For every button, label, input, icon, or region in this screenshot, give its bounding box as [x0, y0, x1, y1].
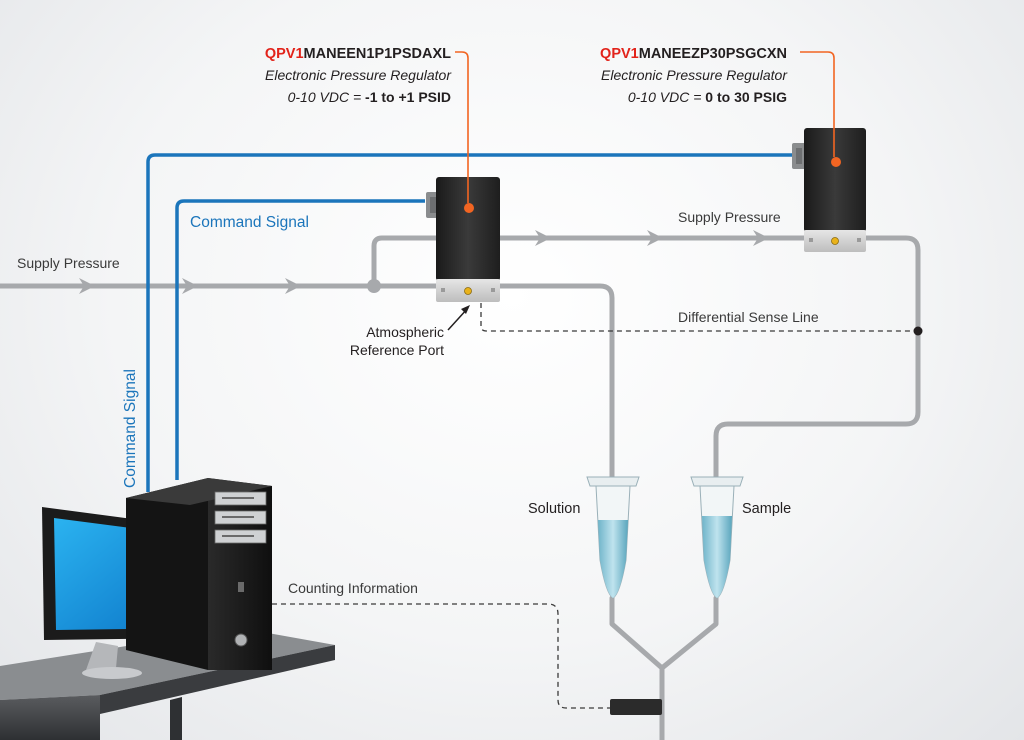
flow-arrow — [535, 230, 551, 246]
vial-cap — [690, 476, 744, 487]
solution-label: Solution — [528, 501, 580, 517]
regulator-1-range-prefix: 0-10 VDC = — [288, 89, 365, 105]
regulator-2-model-suffix: MANEEZP30PSGCXN — [639, 46, 787, 62]
regulator-2-model-prefix: QPV1 — [600, 46, 639, 62]
port-screw — [809, 238, 813, 242]
solution-vial[interactable] — [586, 476, 640, 599]
regulator-2-range-value: 0 to 30 PSIG — [705, 89, 787, 105]
regulator-2-outlet-to-sample — [713, 235, 921, 481]
regulator-connector — [796, 148, 802, 164]
computer-tower-top — [126, 478, 272, 505]
differential-sense-line — [480, 303, 918, 332]
regulator-body — [804, 128, 866, 232]
dashed-lines — [272, 303, 918, 709]
orange-marker-dot — [831, 157, 841, 167]
regulator-1-range: 0-10 VDC = -1 to +1 PSID — [288, 89, 451, 105]
command-signal-label-vertical: Command Signal — [122, 369, 139, 488]
atmospheric-pointer-arrowhead — [461, 305, 470, 314]
atmospheric-label-line1: Atmospheric — [366, 324, 444, 340]
regulator-1-range-value: -1 to +1 PSID — [365, 89, 451, 105]
table-front — [100, 645, 335, 714]
monitor-stand-base — [82, 667, 142, 679]
regulator-1-model-suffix: MANEEN1P1PSDAXL — [304, 46, 452, 62]
flow-arrow — [647, 230, 663, 246]
flow-arrow — [79, 278, 95, 294]
vial-liquid — [702, 516, 732, 598]
usb-port — [238, 582, 244, 592]
command-signal-lines — [146, 153, 794, 492]
regulator-connector — [430, 197, 436, 213]
regulator-2-callout: QPV1MANEEZP30PSGCXN Electronic Pressure … — [600, 46, 788, 105]
regulator-1-description: Electronic Pressure Regulator — [265, 67, 452, 83]
command-signal-line-regulator-2 — [146, 153, 794, 492]
pressure-regulator-2[interactable] — [792, 128, 866, 252]
regulator-1-model-number: QPV1MANEEN1P1PSDAXL — [265, 46, 451, 62]
bypass-junction — [367, 279, 381, 293]
flow-arrow — [753, 230, 769, 246]
regulator-1-callout: QPV1MANEEN1P1PSDAXL Electronic Pressure … — [265, 46, 452, 105]
port-screw — [441, 288, 445, 292]
differential-sense-line-label: Differential Sense Line — [678, 309, 819, 325]
computer-workstation — [0, 478, 335, 740]
command-signal-label: Command Signal — [190, 214, 309, 231]
supply-bypass-line — [371, 235, 439, 289]
flow-arrow — [182, 278, 198, 294]
flow-arrows — [79, 230, 769, 294]
drive-slot — [222, 497, 254, 499]
regulator-1-outlet-to-solution — [497, 283, 615, 481]
counting-information-label: Counting Information — [288, 580, 418, 596]
counting-information-line — [272, 603, 610, 709]
regulator-1-model-prefix: QPV1 — [265, 46, 304, 62]
drive-slot — [222, 535, 254, 537]
supply-pressure-label-right: Supply Pressure — [678, 209, 781, 225]
port-screw — [857, 238, 861, 242]
sample-outlet — [659, 595, 719, 671]
table-leg-right — [170, 697, 182, 740]
regulator-2-range-prefix: 0-10 VDC = — [628, 89, 705, 105]
regulator-body — [436, 177, 500, 281]
leader-line-regulator-1 — [455, 51, 469, 203]
regulator-2-range: 0-10 VDC = 0 to 30 PSIG — [628, 89, 787, 105]
atmospheric-label-line2: Reference Port — [350, 342, 444, 358]
supply-pressure-label-left: Supply Pressure — [17, 255, 120, 271]
vial-cap — [586, 476, 640, 487]
sample-vial[interactable] — [690, 476, 744, 599]
solution-outlet — [609, 595, 665, 671]
leader-line-regulator-2 — [800, 51, 835, 157]
regulator-2-model-number: QPV1MANEEZP30PSGCXN — [600, 46, 787, 62]
vial-liquid — [598, 520, 628, 598]
counting-sensor — [610, 699, 662, 715]
monitor-stand — [86, 642, 118, 670]
sample-label: Sample — [742, 501, 791, 517]
port-screw — [491, 288, 495, 292]
power-button — [234, 633, 248, 647]
table-leg — [0, 695, 100, 740]
pressure-regulator-1[interactable] — [426, 177, 500, 302]
drive-slot — [222, 516, 254, 518]
regulator-2-description: Electronic Pressure Regulator — [601, 67, 788, 83]
flow-arrow — [285, 278, 301, 294]
regulator-port — [831, 237, 839, 245]
sense-line-junction — [913, 326, 923, 336]
orange-marker-dot — [464, 203, 474, 213]
atmospheric-reference-port[interactable] — [464, 287, 472, 295]
leader-lines — [455, 51, 835, 203]
command-signal-line-regulator-1 — [175, 199, 425, 480]
computer-tower-front — [208, 478, 272, 670]
computer-tower-side — [126, 478, 208, 670]
